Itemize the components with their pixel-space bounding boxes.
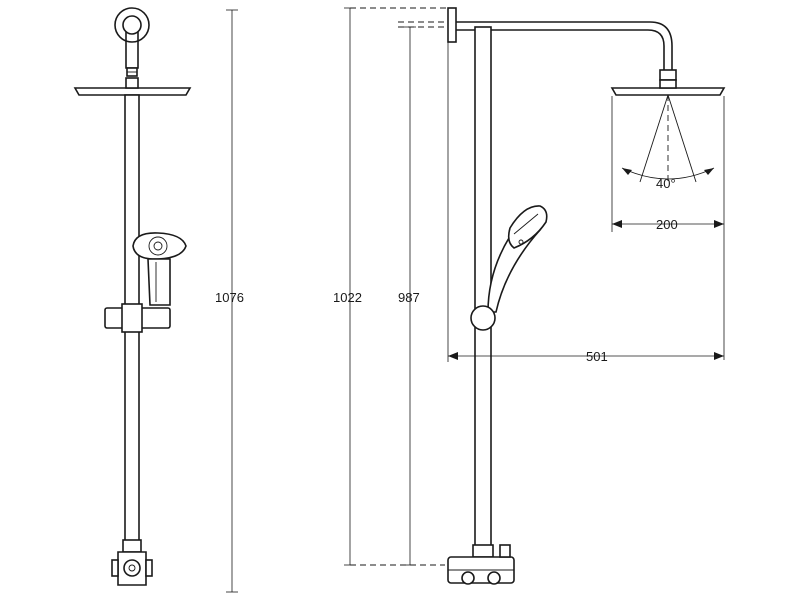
side-head-joint (659, 79, 677, 89)
front-overhead-head (73, 87, 192, 96)
head-diameter-label: 200 (656, 217, 678, 232)
side-overhead-head (610, 87, 726, 96)
front-hand-shower-handle (147, 258, 171, 306)
spray-right-edge (667, 94, 697, 183)
side-slider-ball (470, 305, 496, 331)
front-mixer-right-stub (145, 559, 153, 577)
side-riser-rail (474, 26, 492, 548)
front-mixer-left-stub (111, 559, 119, 577)
front-arm (125, 32, 139, 69)
side-mixer-right-outlet (487, 571, 501, 585)
front-height-label: 1076 (215, 290, 244, 305)
spray-angle-label: 40° (656, 176, 676, 191)
side-inner-height-dimension: 987 (350, 21, 450, 566)
spray-left-edge (639, 94, 669, 183)
front-mixer-knob (123, 559, 141, 577)
front-head-joint (125, 77, 139, 89)
side-mixer-handle (499, 544, 511, 558)
side-hand-shower-head (507, 205, 548, 249)
side-outer-height-dimension: 1022 (333, 7, 450, 566)
side-arm-lower (456, 29, 665, 70)
side-view: 40° (447, 7, 726, 585)
head-diameter-dimension: 200 (612, 217, 724, 232)
front-wall-ring-inner (122, 15, 142, 35)
side-wall-flange (447, 7, 457, 43)
side-head-nut (659, 69, 677, 81)
front-height-dimension: 1076 (215, 9, 244, 593)
front-hand-shower-head (132, 232, 187, 260)
spray-angle-arc (621, 167, 715, 180)
front-mixer-top (122, 539, 142, 553)
front-view (73, 7, 192, 586)
front-wall-ring (114, 7, 150, 43)
side-outer-height-label: 1022 (333, 290, 362, 305)
front-slider-clamp (121, 303, 143, 333)
arm-reach-dimension: 501 (447, 42, 724, 364)
side-arm-upper (456, 21, 673, 70)
arm-reach-label: 501 (586, 349, 608, 364)
side-inner-height-label: 987 (398, 290, 420, 305)
side-mixer-left-outlet (461, 571, 475, 585)
side-mixer-top (472, 544, 494, 558)
